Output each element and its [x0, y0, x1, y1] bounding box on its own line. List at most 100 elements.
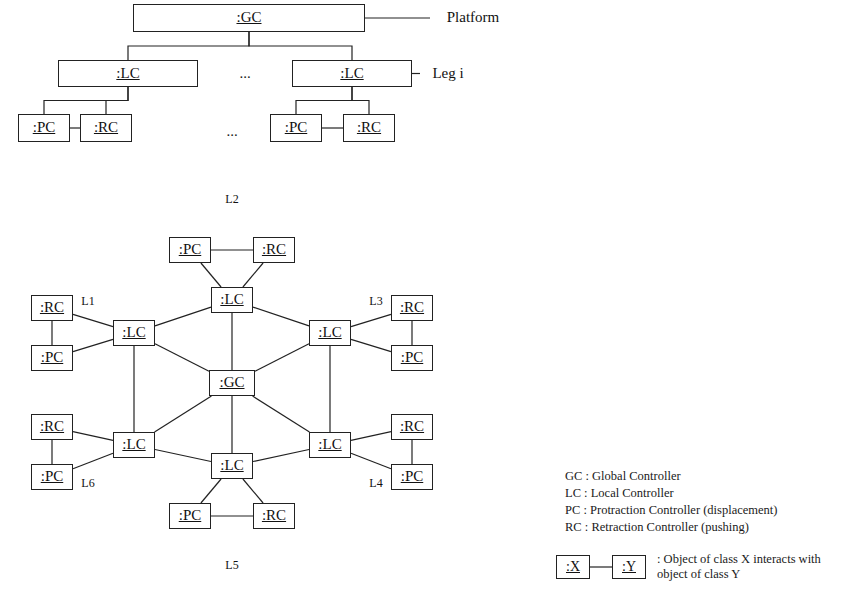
object-box: :LC [58, 60, 198, 87]
node-text: :RC [262, 241, 286, 258]
robot-leg [790, 274, 826, 333]
connector-line [73, 314, 113, 326]
robot-foot [491, 256, 509, 279]
object-box: :PC [169, 237, 211, 263]
circuit-board [668, 184, 706, 214]
robot-leg [506, 203, 552, 262]
robot-leg [785, 270, 820, 333]
connector-line [255, 344, 309, 372]
board-chip [650, 140, 670, 150]
circuit-board [560, 140, 640, 208]
object-box: :PC [31, 464, 73, 490]
object-box: :RC [391, 414, 433, 440]
object-box: :RC [31, 414, 73, 440]
connector-line [201, 263, 221, 287]
leg-ellipse: Leg i [420, 58, 476, 90]
object-box: :GC [209, 370, 255, 396]
connector-line [73, 432, 113, 441]
circuit-board [748, 200, 805, 262]
legend-text: : Object of class X interacts with objec… [657, 552, 832, 582]
object-box: :PC [391, 464, 433, 490]
object-box: :LC [113, 432, 155, 458]
leg-circle-fill [12, 400, 116, 504]
connector-line [73, 339, 113, 351]
object-box: :PC [169, 503, 211, 529]
connector-line [231, 313, 232, 370]
connector-line [201, 479, 221, 503]
node-text: :PC [33, 119, 56, 136]
node-text: :LC [318, 324, 341, 341]
node-text: :X [566, 559, 580, 575]
leg-circle-fill [12, 281, 116, 385]
object-box: :PC [270, 114, 322, 142]
object-box: :Y [612, 555, 646, 579]
connector-line [352, 87, 369, 114]
connector-line [243, 479, 263, 503]
object-box: :RC [31, 295, 73, 321]
connector-line [411, 321, 412, 345]
board-chip [576, 185, 588, 194]
node-text: :PC [285, 119, 308, 136]
connector-line [249, 32, 352, 60]
node-text: :LC [122, 436, 145, 453]
connector-line [155, 450, 211, 462]
leg-region: L6:RC:PC [12, 400, 116, 504]
connector-line [322, 127, 343, 128]
robot-leg [700, 285, 712, 383]
connector-line [243, 263, 263, 287]
node-text: :PC [179, 241, 202, 258]
dashed-separator [0, 154, 418, 155]
robot-leg [560, 282, 600, 348]
leg-region: L1:RC:PC [12, 281, 116, 385]
robot-leg [706, 288, 718, 383]
object-box: :PC [18, 114, 70, 142]
object-box: :LC [211, 453, 253, 479]
node-text: :GC [219, 374, 244, 391]
node-text: :LC [318, 436, 341, 453]
connector-line [155, 396, 212, 432]
legend-text: GC : Global Controller [565, 469, 681, 484]
object-box: :PC [391, 345, 433, 371]
object-box: :RC [391, 295, 433, 321]
leg-circle-fill [348, 281, 452, 385]
object-box: :LC [292, 60, 412, 87]
robot-wire [686, 214, 720, 245]
leg-region: L3:RC:PC [348, 281, 452, 385]
plate-edge [545, 190, 822, 296]
node-text: :PC [41, 468, 64, 485]
connector-line [70, 127, 80, 128]
connector-line [155, 307, 211, 326]
robot-plate [545, 122, 822, 286]
object-box: :LC [309, 432, 351, 458]
connector-line [253, 307, 309, 326]
robot-photo [491, 122, 846, 400]
leg-label: L4 [369, 477, 382, 491]
connector-line [253, 396, 310, 432]
connector-line [296, 87, 352, 114]
robot-leg [820, 192, 840, 255]
circuit-board [735, 133, 808, 200]
board-chip [705, 255, 723, 264]
connector-line [351, 339, 391, 351]
robot-wire [620, 200, 668, 215]
hollow-arrow [406, 228, 462, 260]
node-text: Platform [447, 9, 500, 26]
circuit-board [630, 131, 720, 162]
node-text: :RC [40, 418, 64, 435]
leg-label: L2 [225, 193, 238, 207]
leg-circle-fill [348, 400, 452, 504]
circuit-board [556, 210, 622, 272]
node-text: :Y [622, 559, 636, 575]
connector-line [51, 321, 52, 345]
legend-text: LC : Local Controller [565, 486, 674, 501]
legend-text: PC : Protraction Controller (displacemen… [565, 503, 777, 518]
robot-foot [691, 377, 709, 400]
node-text: :LC [340, 65, 363, 82]
platform-hexagon: Platform [430, 0, 516, 36]
node-text: :RC [400, 418, 424, 435]
board-chip [765, 160, 777, 169]
connector-line [211, 515, 253, 516]
connector-line [128, 32, 249, 60]
node-text: :RC [357, 119, 381, 136]
connector-line [590, 566, 612, 567]
